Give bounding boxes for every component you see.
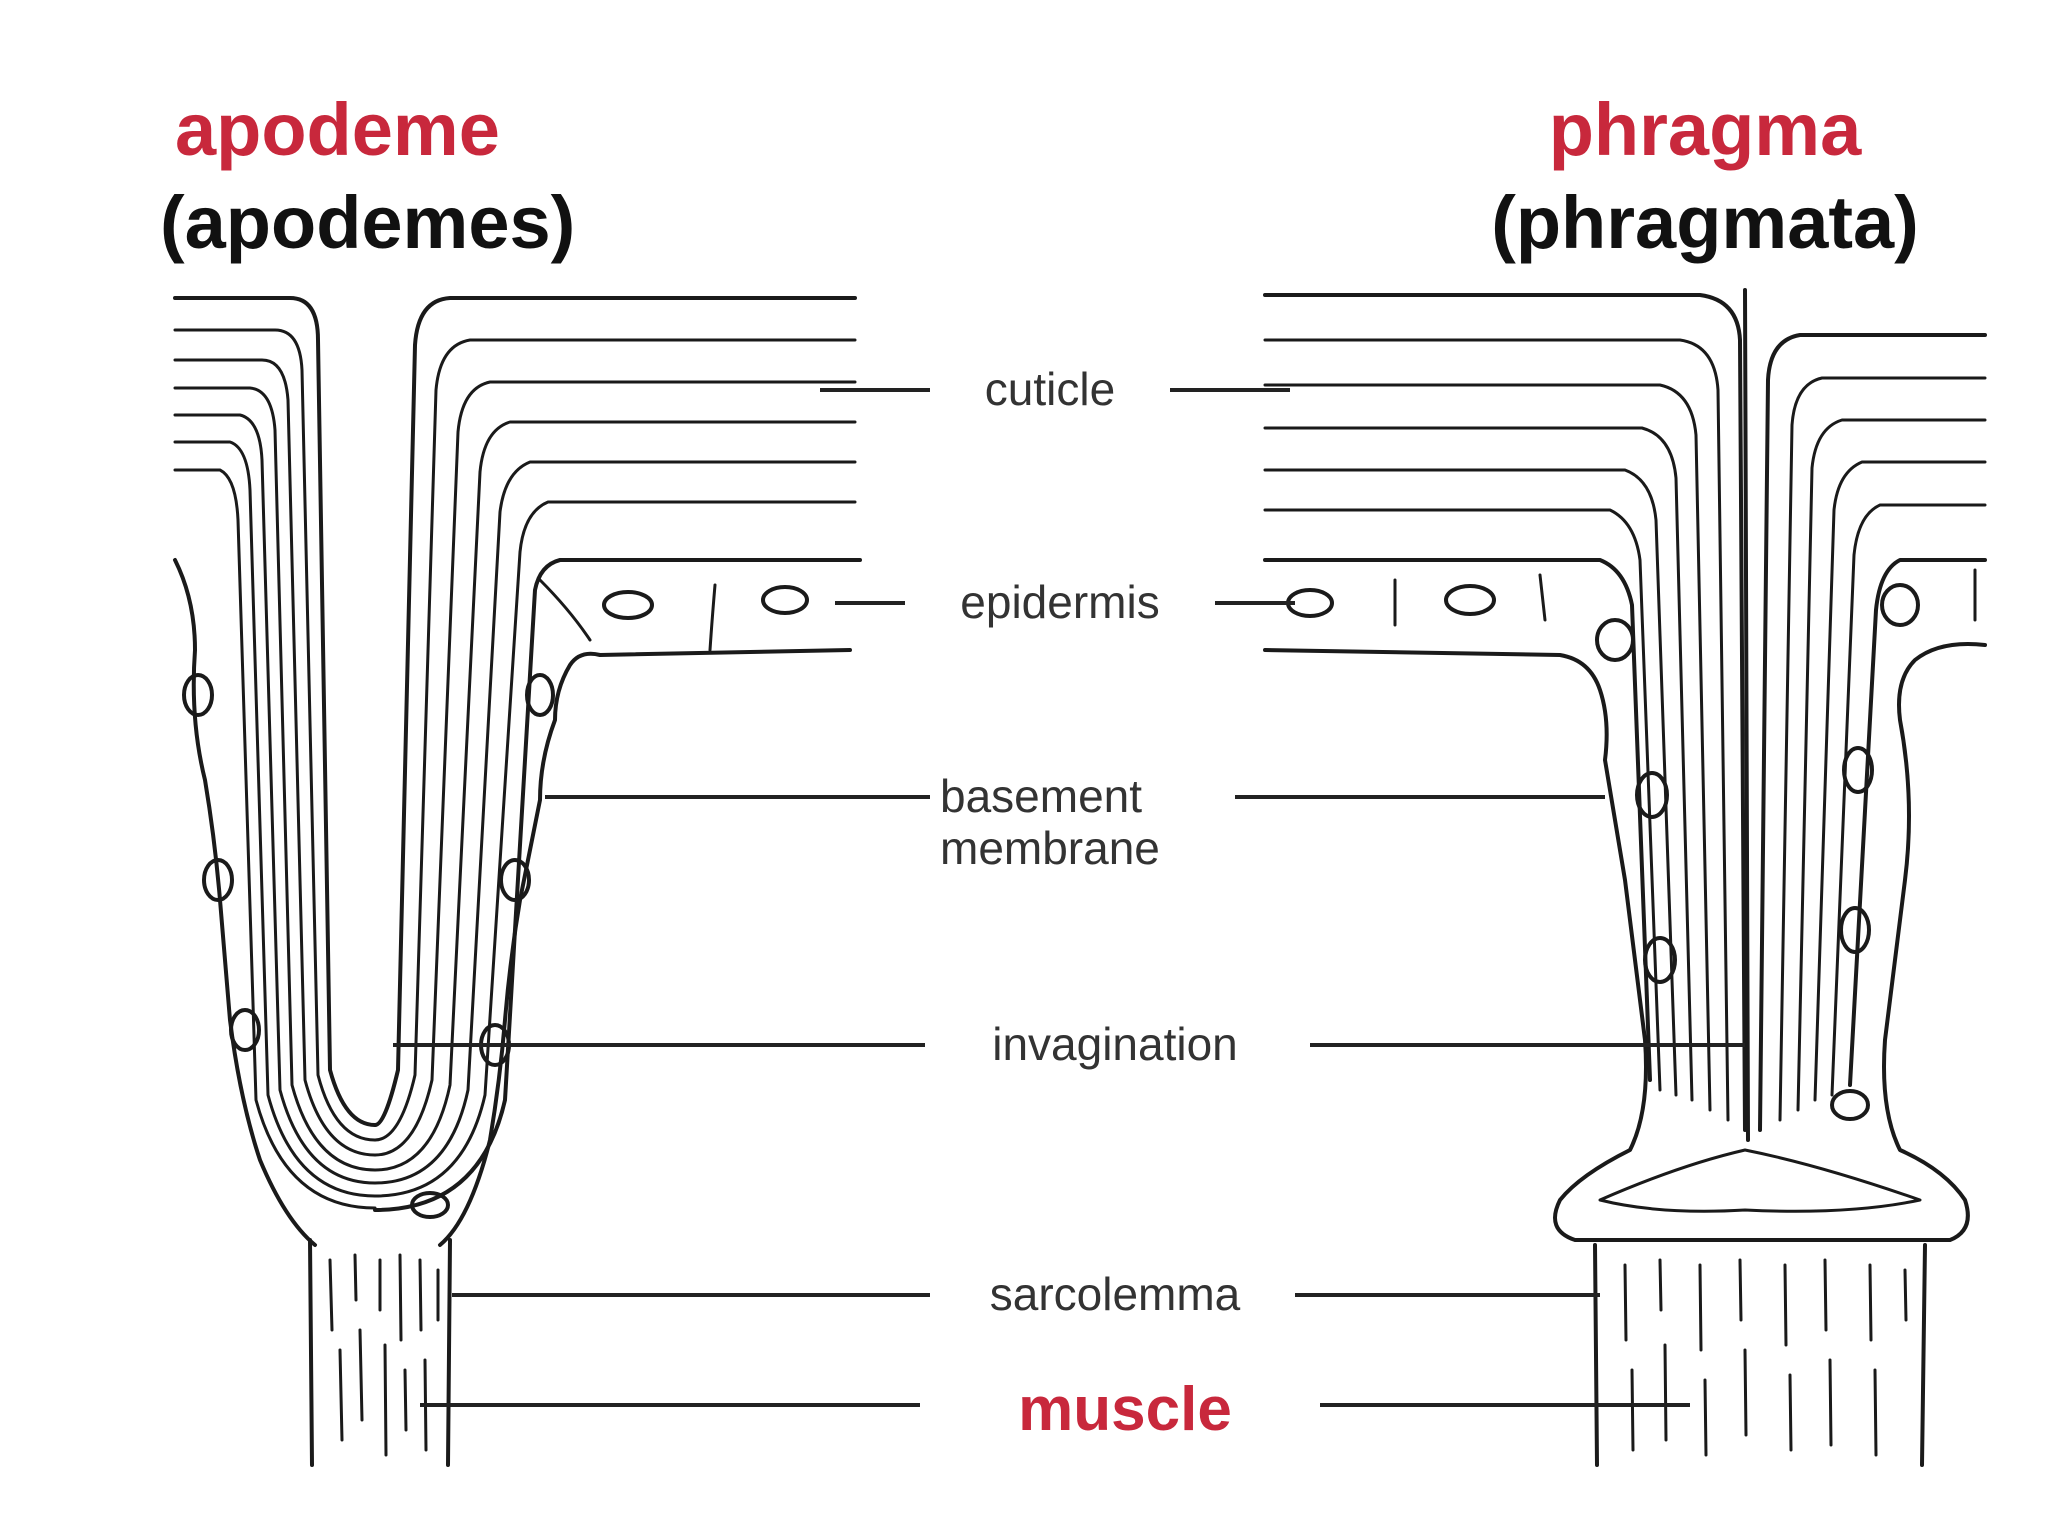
membrane-label: membrane [940,822,1160,874]
phragma-cuticle-layers-right [1758,333,1987,1132]
apodeme-cell-wall [538,578,592,642]
apodeme-nucleus [602,590,654,620]
apodeme-nucleus [761,585,809,615]
phragma-basement-outline-left [1263,642,1987,1242]
apodeme-cell-wall [708,583,717,652]
cuticle-label: cuticle [985,363,1115,415]
apodeme-nucleus [499,858,531,902]
phragma-cuticle-layers-left [1263,293,1747,1132]
basement-label: basement [940,770,1142,822]
phragmata-plural: (phragmata) [1491,181,1919,264]
phragma-inner-fold [1598,1148,1922,1213]
phragma-nucleus [1595,618,1635,662]
phragma-drawing [1263,288,1987,1467]
phragma-nucleus [1643,936,1677,984]
phragma-muscle [1593,1243,1927,1467]
label-epidermis: epidermis [835,576,1295,628]
label-cuticle: cuticle [820,363,1290,415]
sarcolemma-label: sarcolemma [990,1268,1241,1320]
label-muscle: muscle [420,1375,1690,1444]
phragma-title: phragma [1549,88,1862,171]
apodemes-plural: (apodemes) [160,181,575,264]
phragma-nucleus [1444,584,1496,616]
label-sarcolemma: sarcolemma [452,1268,1600,1320]
phragma-nucleus [1635,771,1669,819]
apodeme-cuticle-layers-right [373,296,862,1212]
apodeme-nucleus [202,858,234,902]
phragma-plate [1743,288,1750,1142]
phragma-cell-wall [1538,573,1547,622]
label-invagination: invagination [393,1018,1745,1070]
label-basement-membrane: basement membrane [545,770,1605,874]
apodeme-nucleus [229,1008,261,1052]
invagination-label: invagination [992,1018,1238,1070]
apodeme-drawing [173,296,862,1467]
apodeme-basement-outline-right [438,648,852,1247]
apodeme-nucleus [410,1191,450,1219]
apodeme-nucleus [182,673,214,717]
apodeme-title: apodeme [175,88,500,171]
phragma-nucleus [1842,746,1874,794]
apodeme-cuticle-layers-left [173,296,377,1210]
phragma-nucleus [1880,583,1920,627]
epidermis-label: epidermis [960,576,1159,628]
phragma-nucleus [1830,1089,1870,1121]
apodeme-nucleus [525,673,555,717]
phragma-nucleus [1839,906,1871,954]
apodeme-muscle [308,1238,452,1467]
muscle-label: muscle [1018,1375,1232,1444]
